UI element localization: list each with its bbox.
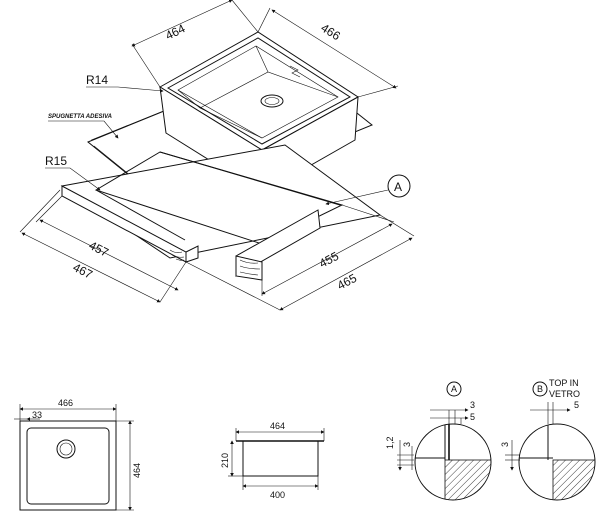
r15-label: R15: [45, 154, 67, 168]
top-view-outer: [19, 420, 117, 511]
dim-465-label: 465: [335, 271, 360, 293]
drain-hole: [260, 94, 284, 108]
top-view-bowl: [26, 427, 110, 505]
side-view: 464 210 400: [220, 421, 325, 500]
detail-b-dim3-side-label: 3: [500, 442, 510, 447]
top-view-offset-label: 33: [32, 410, 42, 420]
side-view-top-width-label: 464: [270, 421, 285, 431]
dim-466-label: 466: [318, 21, 343, 44]
top-view-width-label: 466: [58, 398, 73, 408]
top-view-drain: [56, 439, 76, 459]
wood-grain-right: [239, 259, 261, 276]
detail-b-dim5-label: 5: [574, 400, 579, 410]
detail-a-dim3-side-label: 3: [402, 442, 412, 447]
detail-a-dim3-label: 3: [470, 400, 475, 410]
top-view-height-label: 464: [132, 463, 142, 478]
top-view: 466 33 464: [14, 398, 142, 511]
radius-r14: R14: [86, 73, 164, 93]
detail-callout-a: A: [325, 174, 411, 206]
adhesive-label: SPUGNETTA ADESIVA: [48, 114, 112, 120]
dim-464-label: 464: [163, 21, 187, 43]
r14-label: R14: [86, 73, 108, 87]
dim-455-label: 455: [317, 249, 342, 271]
detail-b: B TOP IN VETRO 5 3: [500, 378, 596, 501]
side-view-bottom-width-label: 400: [270, 490, 285, 500]
radius-r15: R15: [45, 154, 101, 191]
side-view-height-label: 210: [220, 453, 230, 468]
side-view-body: [242, 441, 319, 477]
dim-457-label: 457: [87, 238, 111, 260]
dim-467-label: 467: [71, 260, 95, 282]
detail-b-title-1: TOP IN: [549, 378, 579, 388]
detail-a-dim5-label: 5: [470, 412, 475, 422]
adhesive-label-group: SPUGNETTA ADESIVA: [48, 114, 119, 139]
extension-line: [185, 261, 281, 311]
detail-b-title-2: VETRO: [549, 389, 580, 399]
callout-a-label: A: [394, 180, 402, 194]
isometric-view: 464 466 R14 SPUGNETTA ADESIVA R15 A: [19, 0, 415, 311]
detail-a-dim12-label: 1,2: [385, 436, 395, 449]
detail-b-label: B: [537, 384, 543, 394]
detail-a: A 3 5 1,2 3: [385, 381, 492, 501]
detail-a-label: A: [451, 384, 457, 394]
